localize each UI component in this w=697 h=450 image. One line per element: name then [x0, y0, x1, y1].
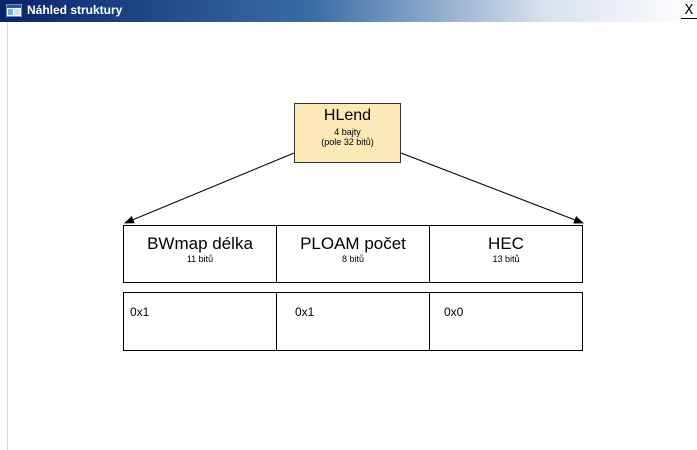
header-field-box: HLend 4 bajty (pole 32 bitů): [294, 103, 401, 163]
window-border: [7, 22, 8, 450]
subfield-bits: 8 bitů: [341, 254, 365, 264]
arrow-right: [400, 152, 584, 224]
subfield-bits: 13 bitů: [492, 254, 520, 264]
subfield-bwmap-length: BWmap délka 11 bitů: [124, 226, 277, 282]
arrow-left: [124, 152, 295, 224]
header-field-size: 4 bajty: [334, 127, 361, 137]
value-ploam-count: 0x1: [277, 293, 430, 350]
structure-diagram: HLend 4 bajty (pole 32 bitů) BWmap délka…: [0, 22, 697, 450]
window-title: Náhled struktury: [27, 3, 123, 17]
subfield-name: HEC: [488, 234, 524, 253]
subfield-ploam-count: PLOAM počet 8 bitů: [277, 226, 430, 282]
subfields-row: BWmap délka 11 bitů PLOAM počet 8 bitů H…: [123, 225, 583, 283]
header-field-bits: (pole 32 bitů): [321, 137, 374, 147]
values-row: 0x1 0x1 0x0: [123, 292, 583, 351]
title-bar[interactable]: Náhled struktury X: [0, 0, 697, 22]
arrows-layer: [124, 152, 584, 224]
value-bwmap-length: 0x1: [124, 293, 277, 350]
close-button[interactable]: X: [681, 3, 697, 19]
subfield-bits: 11 bitů: [186, 254, 214, 264]
subfield-name: BWmap délka: [147, 234, 253, 253]
subfield-name: PLOAM počet: [300, 234, 406, 253]
window-icon: [6, 4, 22, 17]
value-hec: 0x0: [444, 305, 464, 319]
header-field-name: HLend: [323, 107, 372, 124]
subfield-hec: HEC 13 bitů: [430, 226, 582, 282]
